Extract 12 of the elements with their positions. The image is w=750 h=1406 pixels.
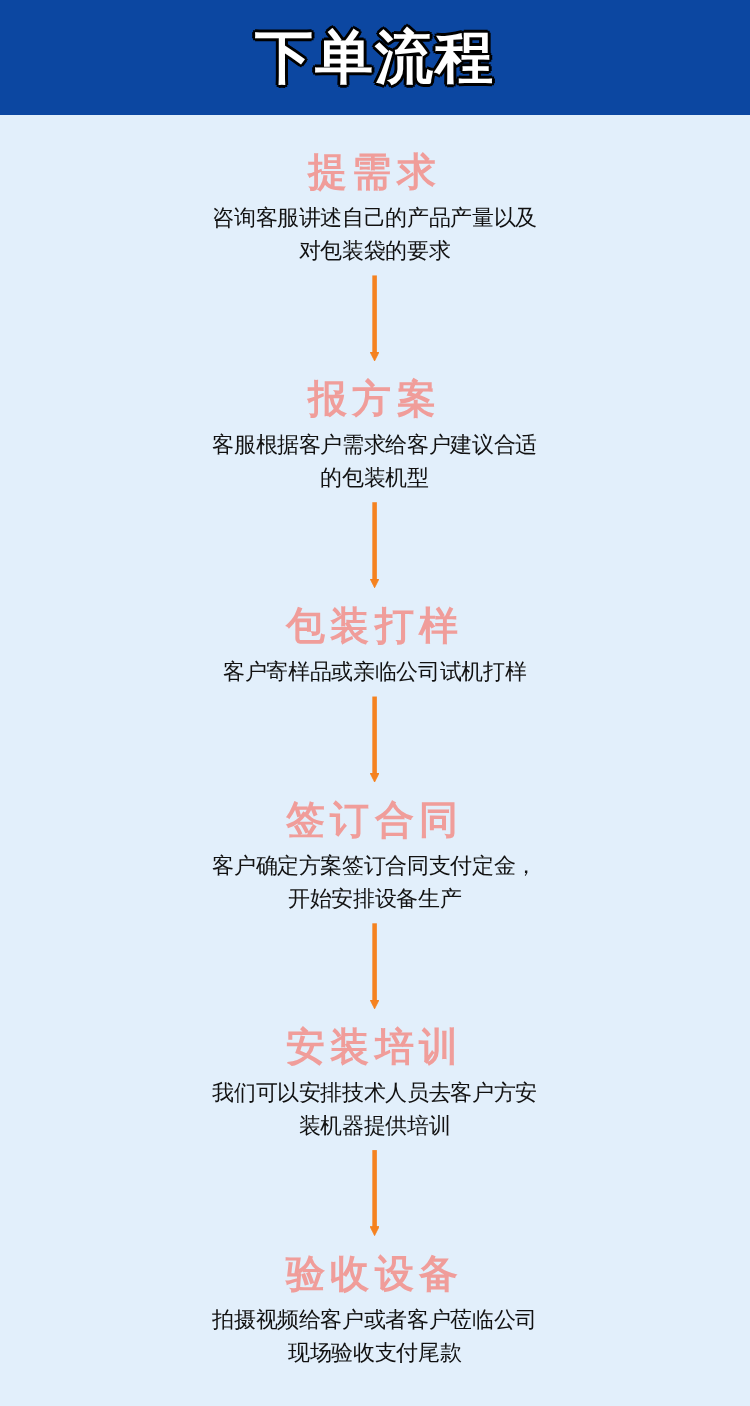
node-text: 包装打样 客户寄样品或亲临公司试机打样	[223, 602, 527, 684]
node-text: 签订合同 客户确定方案签订合同支付定金，开始安排设备生产	[212, 796, 538, 911]
node-text: 验收设备 拍摄视频给客户或者客户莅临公司现场验收支付尾款	[212, 1250, 538, 1364]
arrow	[370, 275, 380, 362]
node-text: 安装培训 我们可以安排技术人员去客户方安装机器提供培训	[212, 1023, 538, 1137]
title-banner: 下单流程	[0, 0, 750, 115]
arrow	[370, 923, 380, 1010]
arrow	[370, 1150, 380, 1236]
arrow	[370, 696, 380, 783]
node-text: 提需求 咨询客服讲述自己的产品产量以及对包装袋的要求	[212, 148, 538, 263]
node-text: 报方案 客服根据客户需求给客户建议合适的包装机型	[212, 375, 538, 490]
arrow	[370, 502, 380, 589]
